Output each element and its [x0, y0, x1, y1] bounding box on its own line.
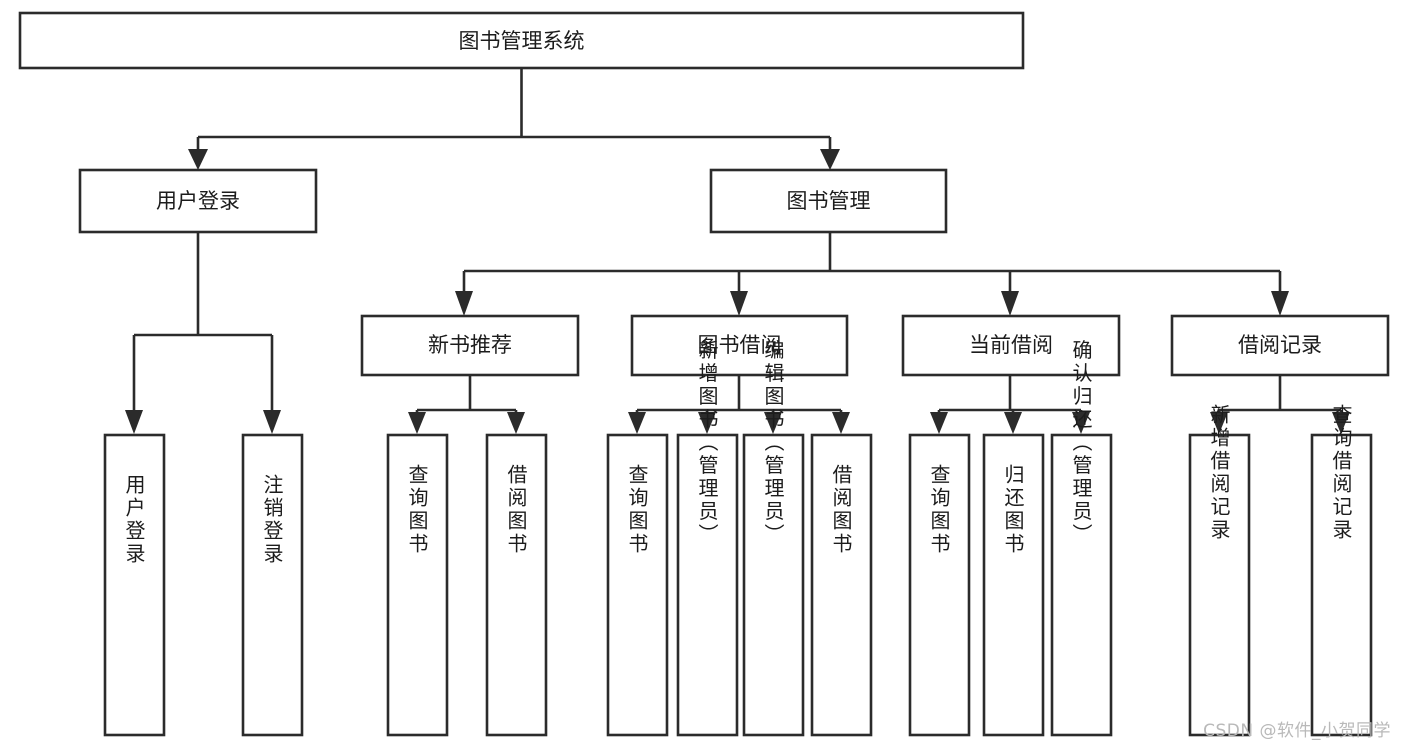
node-book-management-label: 图书管理: [787, 189, 871, 213]
node-user-login-label: 用户登录: [156, 189, 240, 213]
arrowhead-leaf-confirm-return: [1072, 412, 1090, 434]
arrowhead-user-login: [188, 149, 208, 170]
arrowhead-record: [1271, 291, 1289, 316]
node-user-login[interactable]: 用户登录: [78, 168, 318, 234]
leaf-add-record-label: 新增借阅记录: [1207, 404, 1231, 542]
leaf-borrow-book-2-label: 借阅图书: [829, 464, 853, 556]
arrowhead-leaf-add-record: [1210, 412, 1228, 434]
arrowhead-new-book: [455, 291, 473, 316]
leaf-add-book[interactable]: 新增图书（管理员）: [676, 339, 739, 737]
leaf-borrow-book-1[interactable]: 借阅图书: [485, 433, 548, 737]
leaf-confirm-return[interactable]: 确认归还（管理员）: [1050, 339, 1113, 737]
node-current-borrow-label: 当前借阅: [969, 333, 1053, 357]
connector-layer: [125, 68, 1350, 434]
leaf-user-login-label: 用户登录: [122, 474, 146, 566]
arrowhead-borrow: [730, 291, 748, 316]
arrowhead-current: [1001, 291, 1019, 316]
leaf-return-book-label: 归还图书: [1001, 464, 1025, 556]
leaf-logout-box[interactable]: [241, 433, 304, 737]
arrowhead-leaf-edit-book: [764, 412, 782, 434]
arrowhead-leaf-borrow-book-2: [832, 412, 850, 434]
leaf-return-book-box[interactable]: [982, 433, 1045, 737]
arrowhead-leaf-add-book: [698, 412, 716, 434]
node-new-book-recommend-box[interactable]: [360, 314, 580, 377]
leaf-query-book-2-box[interactable]: [606, 433, 669, 737]
node-new-book-recommend[interactable]: 新书推荐: [360, 314, 580, 377]
leaf-query-record[interactable]: 查询借阅记录: [1310, 404, 1373, 737]
leaf-query-book-2-label: 查询图书: [625, 464, 649, 556]
arrowhead-leaf-return-book: [1004, 412, 1022, 434]
node-book-borrow-box[interactable]: [630, 314, 849, 377]
leaf-edit-book-box[interactable]: [742, 433, 805, 737]
leaf-add-book-box[interactable]: [676, 433, 739, 737]
leaf-query-book-1-box[interactable]: [386, 433, 449, 737]
node-new-book-recommend-label: 新书推荐: [428, 333, 512, 357]
arrowhead-leaf-query-book-3: [930, 412, 948, 434]
leaf-borrow-book-1-label: 借阅图书: [504, 464, 528, 556]
leaf-logout-label: 注销登录: [260, 474, 284, 566]
leaf-confirm-return-box[interactable]: [1050, 433, 1113, 737]
node-current-borrow-box[interactable]: [901, 314, 1121, 377]
leaf-add-record-box[interactable]: [1188, 433, 1251, 737]
node-current-borrow[interactable]: 当前借阅: [901, 314, 1121, 377]
leaf-query-record-label: 查询借阅记录: [1329, 404, 1353, 542]
leaf-borrow-book-2-box[interactable]: [810, 433, 873, 737]
node-root-label: 图书管理系统: [459, 29, 585, 53]
arrowhead-leaf-user-login: [125, 410, 143, 434]
node-borrow-record-box[interactable]: [1170, 314, 1390, 377]
leaf-edit-book-label: 编辑图书（管理员）: [761, 339, 785, 546]
node-book-borrow[interactable]: 图书借阅: [630, 314, 849, 377]
leaf-query-book-3-box[interactable]: [908, 433, 971, 737]
leaf-query-book-2[interactable]: 查询图书: [606, 433, 669, 737]
arrowhead-leaf-query-record: [1332, 412, 1350, 434]
leaf-user-login-box[interactable]: [103, 433, 166, 737]
leaf-borrow-book-2[interactable]: 借阅图书: [810, 433, 873, 737]
leaf-query-book-1-label: 查询图书: [405, 464, 429, 556]
node-borrow-record[interactable]: 借阅记录: [1170, 314, 1390, 377]
leaf-return-book[interactable]: 归还图书: [982, 433, 1045, 737]
arrowhead-leaf-query-book-1: [408, 412, 426, 434]
leaf-query-book-3[interactable]: 查询图书: [908, 433, 971, 737]
leaf-confirm-return-label: 确认归还（管理员）: [1069, 339, 1093, 546]
leaf-add-book-label: 新增图书（管理员）: [695, 339, 719, 546]
node-root-box[interactable]: [18, 11, 1025, 70]
arrowhead-leaf-logout: [263, 410, 281, 434]
node-book-borrow-label: 图书借阅: [698, 333, 782, 357]
leaf-edit-book[interactable]: 编辑图书（管理员）: [742, 339, 805, 737]
leaf-user-login[interactable]: 用户登录: [103, 433, 166, 737]
node-borrow-record-label: 借阅记录: [1238, 333, 1322, 357]
node-root[interactable]: 图书管理系统: [18, 11, 1025, 70]
node-book-management[interactable]: 图书管理: [709, 168, 948, 234]
leaf-query-book-1[interactable]: 查询图书: [386, 433, 449, 737]
leaf-query-book-3-label: 查询图书: [927, 464, 951, 556]
leaf-borrow-book-1-box[interactable]: [485, 433, 548, 737]
leaf-logout[interactable]: 注销登录: [241, 433, 304, 737]
arrowhead-leaf-query-book-2: [628, 412, 646, 434]
node-book-management-box[interactable]: [709, 168, 948, 234]
leaf-query-record-box[interactable]: [1310, 433, 1373, 737]
arrowhead-book-mgmt: [820, 149, 840, 170]
arrowhead-leaf-borrow-book-1: [507, 412, 525, 434]
leaf-add-record[interactable]: 新增借阅记录: [1188, 404, 1251, 737]
node-user-login-box[interactable]: [78, 168, 318, 234]
